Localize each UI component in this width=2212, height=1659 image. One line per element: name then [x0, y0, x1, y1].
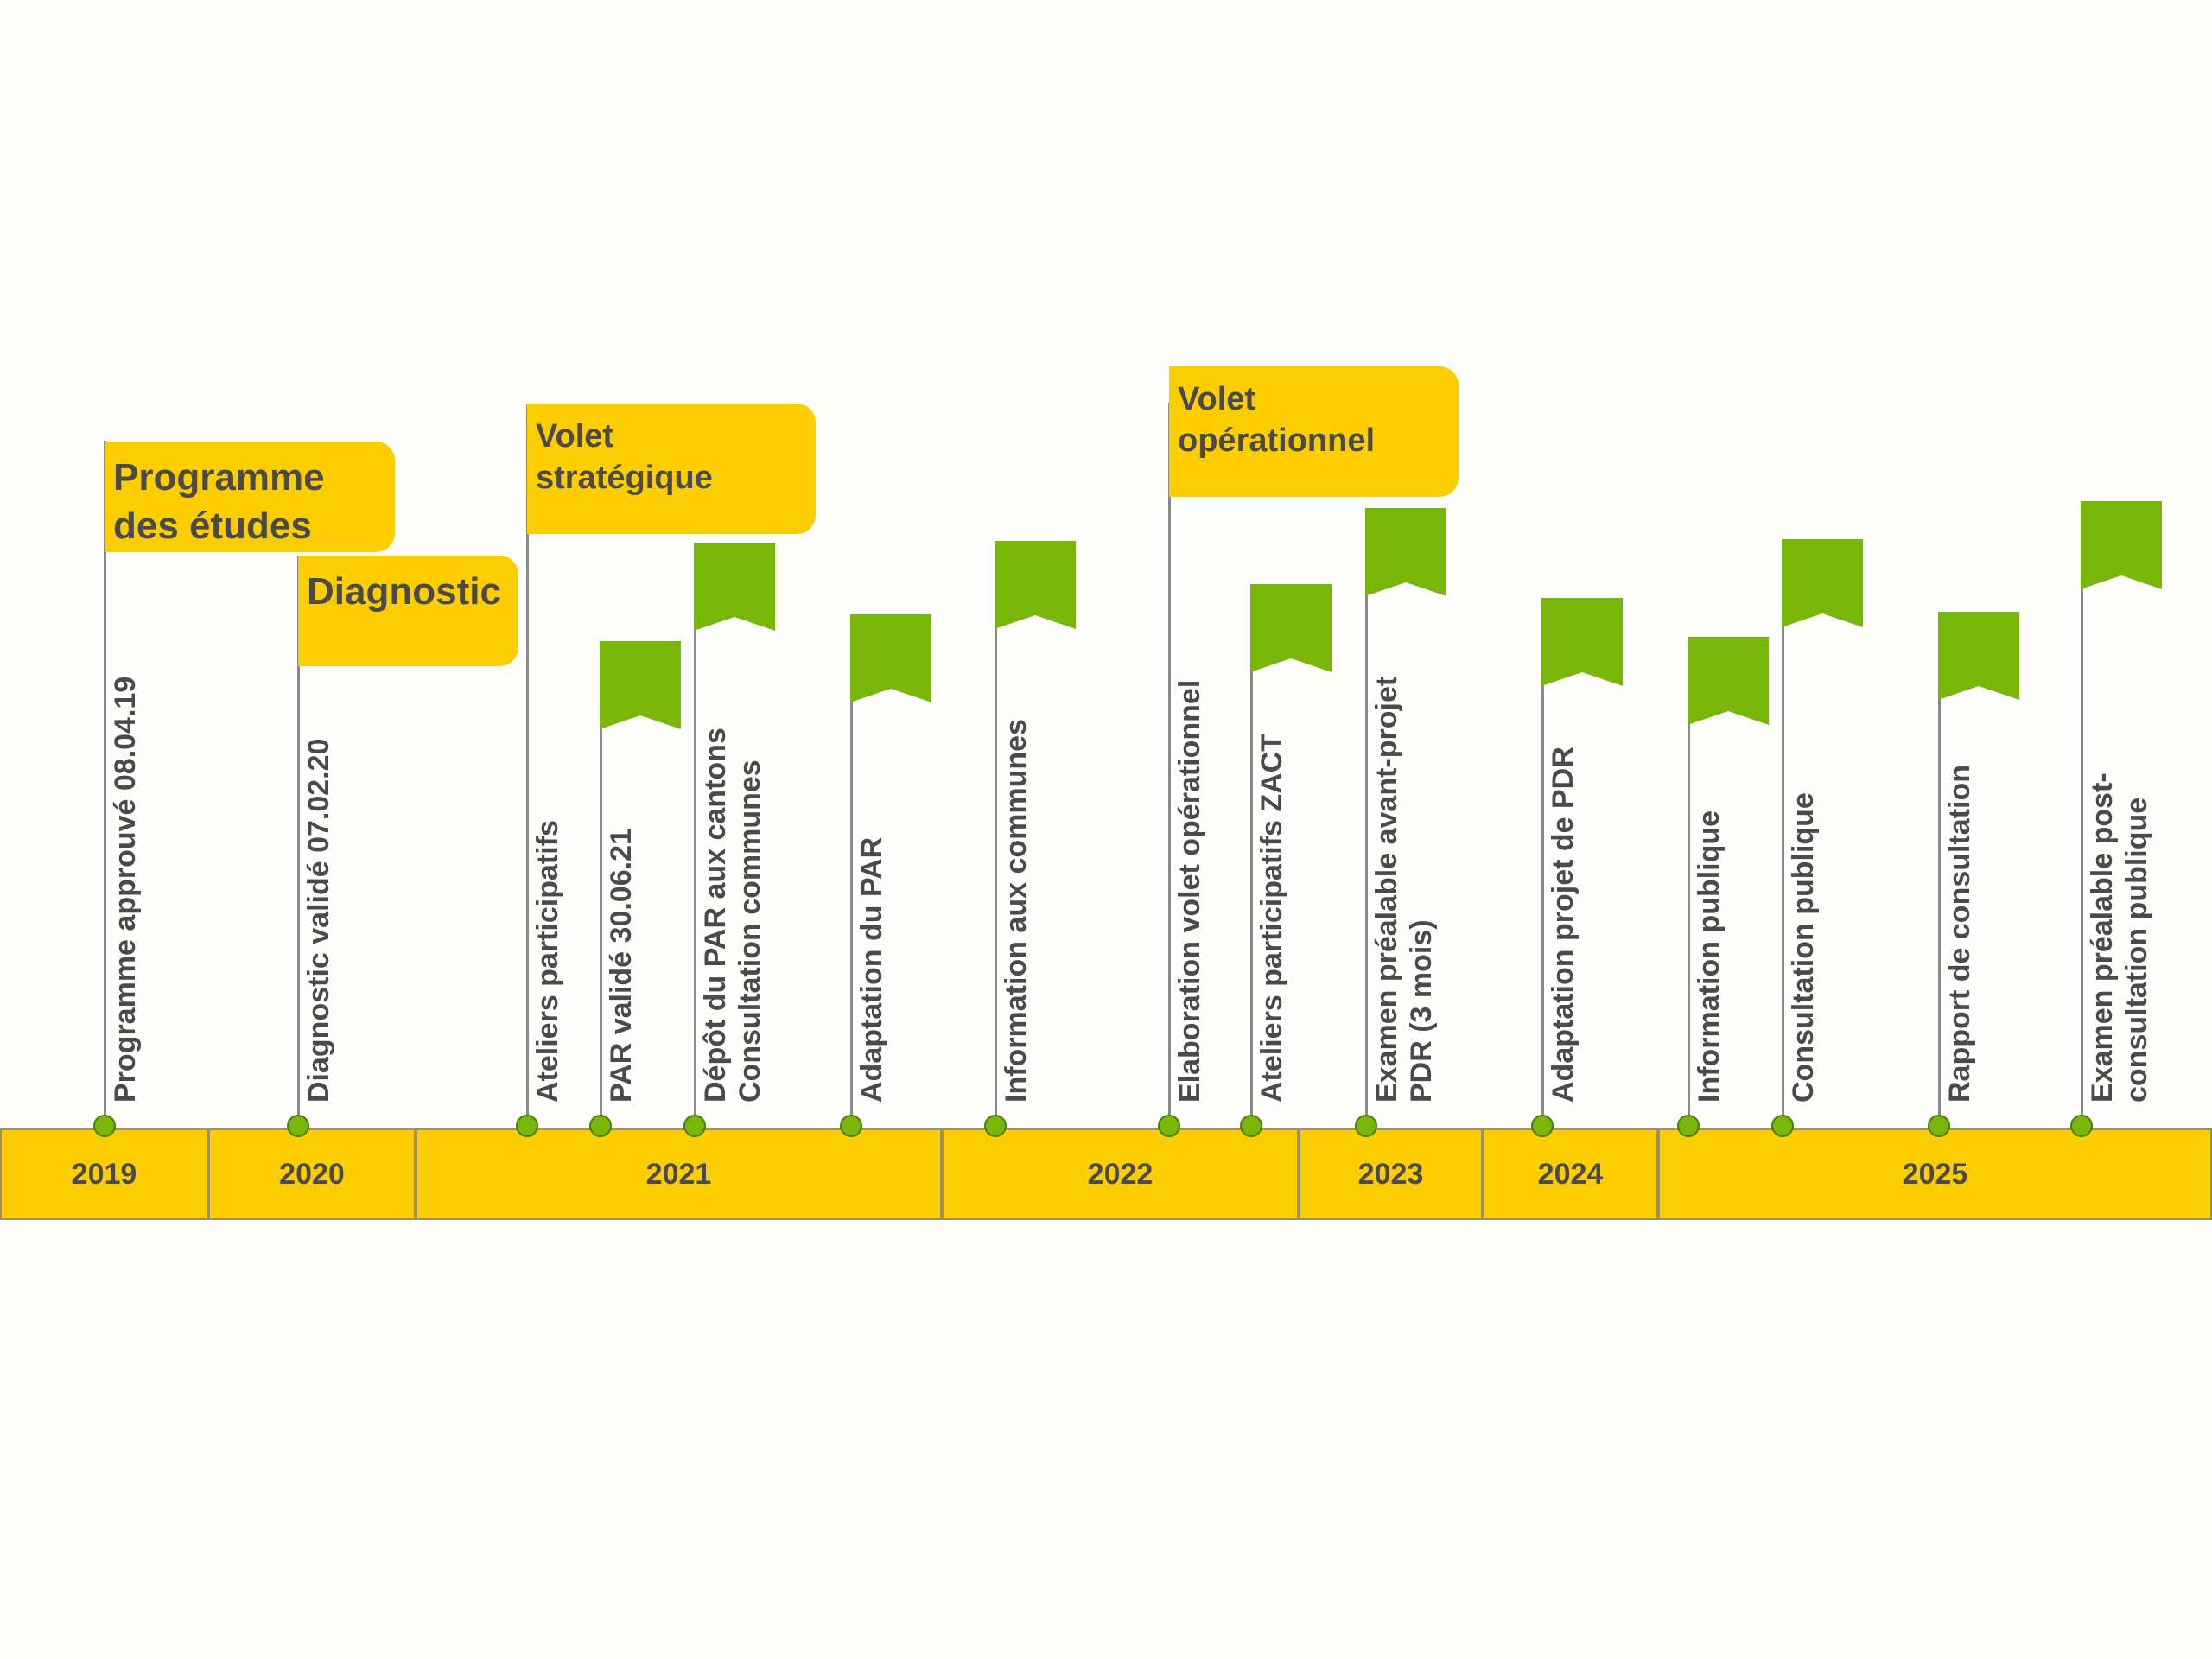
year-segment — [942, 1128, 1299, 1220]
milestone-dot — [516, 1115, 538, 1137]
milestone-pole — [1541, 598, 1544, 1126]
milestone-dot — [589, 1115, 612, 1137]
milestone-label-line: consultation publique — [2120, 797, 2153, 1103]
milestone-dot — [984, 1115, 1007, 1137]
milestone-label-line: Dépôt du PAR aux cantons — [699, 728, 732, 1103]
milestone-label-line: Ateliers participatifs — [531, 820, 564, 1103]
milestone-label-line: PDR (3 mois) — [1405, 919, 1438, 1103]
milestone-label: Adaptation projet de PDR — [1546, 747, 1580, 1103]
milestone-label-line: PAR validé 30.06.21 — [605, 829, 638, 1103]
year-label: 2021 — [645, 1158, 712, 1191]
year-label: 2025 — [1902, 1158, 1968, 1191]
milestone-label: Programme approuvé 08.04.19 — [108, 677, 143, 1103]
milestone-label: Elaboration volet opérationnel — [1173, 680, 1207, 1103]
year-segment — [208, 1128, 416, 1220]
milestone-label-line: Adaptation du PAR — [855, 836, 888, 1103]
phase-title-line: Diagnostic — [307, 570, 501, 613]
milestone-pole — [1938, 612, 1941, 1126]
milestone-dot — [840, 1115, 862, 1137]
flag-icon — [1365, 508, 1446, 596]
year-segment — [1483, 1128, 1658, 1220]
phase-title-line: des études — [113, 505, 312, 547]
flag-icon — [694, 543, 775, 631]
milestone-label-line: Examen préalable post- — [2086, 772, 2119, 1103]
milestone-pole — [297, 556, 300, 1126]
phase-title-line: Programme — [113, 456, 325, 499]
year-label: 2022 — [1087, 1158, 1154, 1191]
flag-icon — [1688, 637, 1769, 725]
milestone-pole — [526, 404, 529, 1126]
milestone-pole — [1782, 539, 1784, 1126]
milestone-dot — [287, 1115, 309, 1137]
flag-icon — [1938, 612, 2019, 700]
phase-banner: Volet opérationnel — [1169, 366, 1459, 497]
milestone-label: Ateliers participatifs ZACT — [1255, 734, 1289, 1103]
milestone-pole — [850, 614, 853, 1126]
year-segment — [1299, 1128, 1483, 1220]
milestone-dot — [1771, 1115, 1794, 1137]
phase-title-line: Volet — [1178, 381, 1256, 417]
year-label: 2023 — [1357, 1158, 1424, 1191]
milestone-label-line: Elaboration volet opérationnel — [1173, 679, 1206, 1103]
milestone-pole — [600, 641, 602, 1126]
year-segment — [1658, 1128, 2212, 1220]
milestone-pole — [1250, 584, 1253, 1126]
milestone-dot — [683, 1115, 706, 1137]
flag-icon — [850, 614, 931, 702]
flag-icon — [1782, 539, 1863, 627]
flag-icon — [1541, 598, 1623, 686]
phase-banner: Diagnostic — [298, 556, 518, 666]
milestone-label-line: Diagnostic validé 07.02.20 — [302, 738, 335, 1103]
milestone-pole — [1688, 637, 1690, 1126]
milestone-label: Information aux communes — [999, 719, 1033, 1103]
year-segment — [416, 1128, 942, 1220]
milestone-dot — [1928, 1115, 1950, 1137]
milestone-dot — [1240, 1115, 1262, 1137]
phase-banner: Volet stratégique — [527, 404, 816, 534]
flag-icon — [600, 641, 681, 729]
milestone-pole — [694, 543, 696, 1126]
milestone-label: Examen préalable post-consultation publi… — [2085, 772, 2154, 1103]
milestone-label: Rapport de consultation — [1942, 765, 1977, 1103]
milestone-dot — [93, 1115, 116, 1137]
flag-icon — [2081, 501, 2162, 589]
milestone-label: Information publique — [1692, 810, 1726, 1103]
milestone-label-line: Information aux communes — [1000, 719, 1033, 1103]
milestone-pole — [1365, 508, 1368, 1126]
milestone-dot — [1677, 1115, 1700, 1137]
milestone-label-line: Examen préalable avant-projet — [1370, 676, 1403, 1103]
milestone-label: Diagnostic validé 07.02.20 — [302, 739, 336, 1103]
milestone-label-line: Information publique — [1693, 810, 1726, 1103]
phase-title-line: Volet — [536, 418, 614, 454]
year-label: 2020 — [279, 1158, 345, 1191]
milestone-pole — [1168, 403, 1171, 1126]
milestone-dot — [1158, 1115, 1180, 1137]
milestone-label-line: Programme approuvé 08.04.19 — [109, 676, 142, 1103]
phase-title-line: opérationnel — [1178, 423, 1376, 459]
phase-banner: Programme des études — [105, 442, 395, 552]
milestone-dot — [1355, 1115, 1377, 1137]
milestone-pole — [2081, 501, 2083, 1126]
milestone-label: Adaptation du PAR — [855, 837, 889, 1103]
milestone-label-line: Consultation publique — [1787, 792, 1820, 1103]
milestone-dot — [1531, 1115, 1554, 1137]
year-label: 2024 — [1537, 1158, 1604, 1191]
milestone-pole — [104, 441, 106, 1126]
milestone-label-line: Adaptation projet de PDR — [1547, 747, 1580, 1103]
milestone-label: Consultation publique — [1786, 792, 1821, 1103]
flag-icon — [1250, 584, 1332, 672]
milestone-label: PAR validé 30.06.21 — [604, 829, 639, 1103]
year-label: 2019 — [71, 1158, 137, 1191]
milestone-label-line: Consultation communes — [734, 760, 766, 1103]
milestone-pole — [995, 541, 997, 1126]
flag-icon — [995, 541, 1076, 629]
milestone-label-line: Ateliers participatifs ZACT — [1255, 734, 1288, 1103]
milestone-label: Ateliers participatifs — [531, 820, 565, 1103]
phase-title-line: stratégique — [536, 460, 713, 496]
milestone-label-line: Rapport de consultation — [1943, 765, 1976, 1103]
milestone-dot — [2070, 1115, 2093, 1137]
